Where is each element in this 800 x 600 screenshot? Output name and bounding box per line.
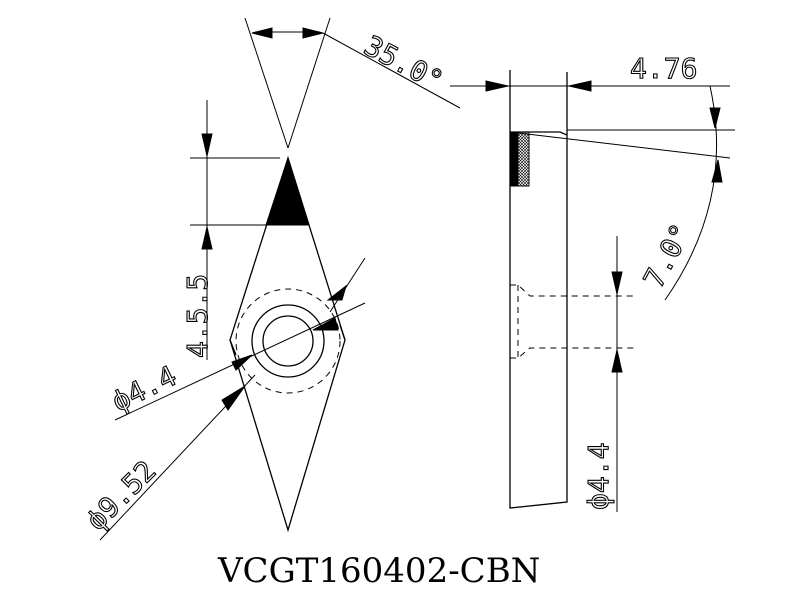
- clearance-dimension: 7.0°: [636, 85, 723, 301]
- inscribed-circle: [235, 288, 341, 394]
- hole-inner-circle: [262, 315, 314, 367]
- hole-dia-front-label: ϕ4.4: [107, 359, 182, 418]
- front-view: [229, 155, 346, 533]
- thickness-label: 4.76: [630, 52, 697, 85]
- hole-outer-circle: [251, 304, 325, 378]
- hole-dia-side-label: ϕ4.4: [582, 443, 615, 510]
- thickness-dimension: 4.76: [450, 51, 735, 131]
- insert-outline: [229, 155, 346, 533]
- cbn-tip: [265, 156, 310, 226]
- angle-tip-label: 35.0°: [359, 29, 449, 98]
- angle-dimension: 35.0°: [244, 17, 461, 149]
- cbn-layer: [509, 131, 519, 187]
- hole-dia-side-dimension: ϕ4.4: [581, 236, 623, 512]
- part-number-title: VCGT160402-CBN: [217, 551, 540, 591]
- tip-length-label: 4.5.5: [181, 274, 214, 358]
- ic-dia-label: ϕ9.52: [80, 454, 163, 537]
- side-view: [509, 70, 731, 509]
- clearance-label: 7.0°: [637, 218, 698, 293]
- tip-length-dimension: 4.5.5: [180, 100, 280, 360]
- carbide-backing: [517, 131, 530, 187]
